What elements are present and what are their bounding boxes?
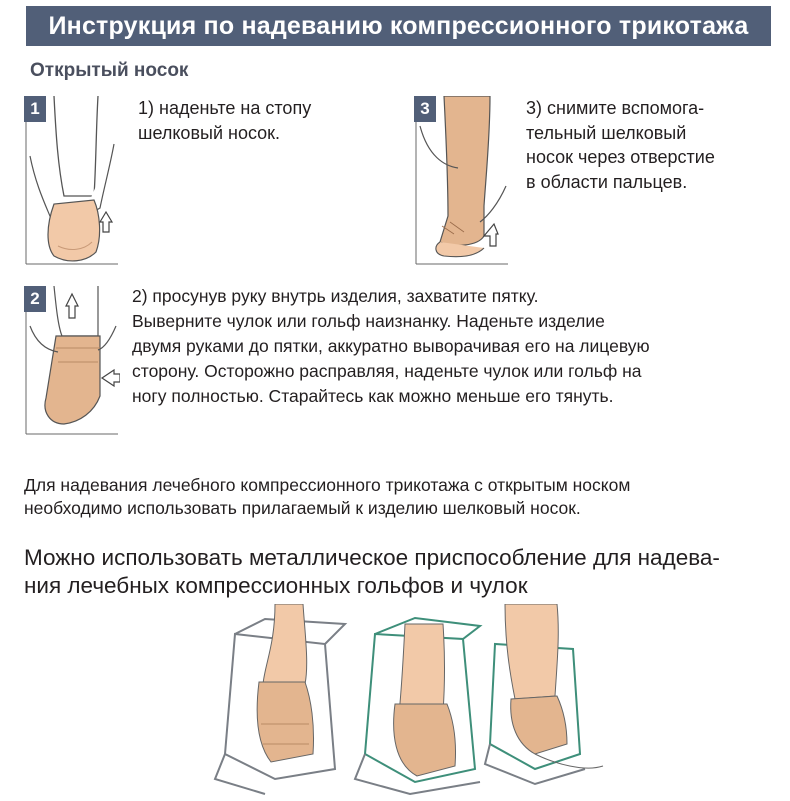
step-3-badge: 3 — [414, 96, 436, 122]
device-illustrations — [205, 603, 605, 801]
step-1-text: 1) наденьте на стопу шелковый носок. — [138, 98, 312, 143]
step-2-illustration: 2 — [24, 285, 121, 441]
step-1-badge: 1 — [24, 96, 46, 122]
note-text: Для надевания лечебного компрессионного … — [24, 475, 631, 518]
stocking-aid-illustration — [213, 603, 604, 796]
page-title: Инструкция по надеванию компрессионного … — [26, 6, 771, 46]
step-2-text: 2) просунув руку внутрь изделия, захвати… — [132, 286, 650, 406]
step-2-badge: 2 — [24, 286, 46, 312]
step-3-text: 3) снимите вспомога- тельный шелковый но… — [526, 98, 715, 192]
section-title: Открытый носок — [30, 60, 189, 81]
step-1-illustration: 1 — [24, 95, 120, 271]
step-3-illustration: 3 — [414, 95, 510, 271]
device-text: Можно использовать металлическое приспос… — [24, 545, 720, 598]
